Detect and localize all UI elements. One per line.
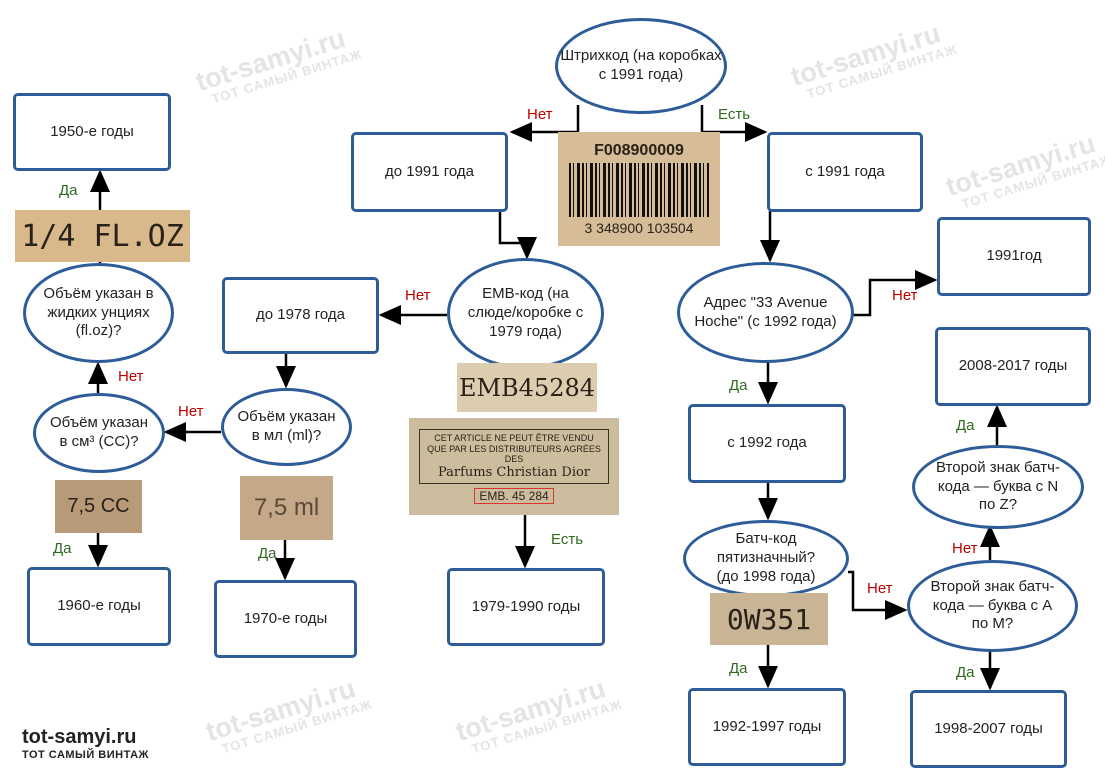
before-1978-box: до 1978 года	[222, 277, 379, 354]
logo-tagline: ТОТ САМЫЙ ВИНТАЖ	[22, 749, 149, 761]
edge-label-no: Нет	[118, 368, 144, 385]
edge-label-no: Нет	[867, 580, 893, 597]
batch-5-question: Батч-код пятизначный? (до 1998 года)	[683, 520, 849, 597]
1970s-box: 1970-е годы	[214, 580, 357, 658]
edge-label-yes: Да	[729, 377, 748, 394]
edge-label-no: Нет	[952, 540, 978, 557]
1950s-box: 1950-е годы	[13, 93, 171, 171]
1979-1990-box: 1979-1990 годы	[447, 568, 605, 646]
1991-box: 1991год	[937, 217, 1091, 296]
edge-label-no: Нет	[892, 287, 918, 304]
2008-2017-box: 2008-2017 годы	[935, 327, 1091, 406]
barcode-bars	[569, 163, 709, 217]
edge-label-yes: Да	[53, 540, 72, 557]
1998-2007-box: 1998-2007 годы	[910, 690, 1067, 768]
barcode-question: Штрихкод (на коробках с 1991 года)	[555, 18, 727, 114]
barcode-photo: F008900009 3 348900 103504	[558, 132, 720, 246]
emb-photo-2: CET ARTICLE NE PEUT ÊTRE VENDU QUE PAR L…	[409, 418, 619, 515]
edge-label-no: Нет	[178, 403, 204, 420]
cc-photo: 7,5 CC	[55, 480, 142, 533]
floz-photo: 1/4 FL.OZ	[15, 210, 190, 262]
batch-code-photo: 0W351	[710, 593, 828, 645]
second-char-a-m-question: Второй знак батч-кода — буква с A по M?	[907, 560, 1078, 652]
address-question: Адрес "33 Avenue Hoche" (с 1992 года)	[677, 262, 854, 363]
emb-question: EMB-код (на слюде/коробке с 1979 года)	[447, 258, 604, 369]
barcode-digits: 3 348900 103504	[584, 220, 694, 236]
emb-photo-1: EMB45284	[457, 363, 597, 412]
edge-label-yes: Да	[59, 182, 78, 199]
edge-label-no: Нет	[527, 106, 553, 123]
edge-label-no: Нет	[405, 287, 431, 304]
emb-code-text: EMB. 45 284	[474, 488, 554, 505]
edge-label-yes: Да	[258, 545, 277, 562]
second-char-n-z-question: Второй знак батч-кода — буква с N по Z?	[912, 445, 1084, 529]
emb-brand-text: Parfums Christian Dior	[437, 465, 591, 481]
logo-site: tot-samyi.ru	[22, 726, 137, 748]
before-1991-box: до 1991 года	[351, 132, 508, 212]
1960s-box: 1960-е годы	[27, 567, 171, 646]
edge-label-yes: Да	[729, 660, 748, 677]
edge-label-yes: Да	[956, 664, 975, 681]
edge-label-has: Есть	[551, 531, 584, 548]
ml-question: Объём указан в мл (ml)?	[221, 388, 352, 466]
edge-label-yes: Да	[956, 417, 975, 434]
edge-label-has: Есть	[718, 106, 751, 123]
ml-photo: 7,5 ml	[240, 476, 333, 540]
emb-label-text: CET ARTICLE NE PEUT ÊTRE VENDU QUE PAR L…	[427, 432, 601, 465]
since-1991-box: с 1991 года	[767, 132, 923, 212]
floz-question: Объём указан в жидких унциях (fl.oz)?	[23, 263, 174, 363]
barcode-top-text: F008900009	[594, 142, 684, 159]
1992-1997-box: 1992-1997 годы	[688, 688, 846, 766]
emb-label-frame: CET ARTICLE NE PEUT ÊTRE VENDU QUE PAR L…	[419, 428, 609, 485]
since-1992-box: с 1992 года	[688, 404, 846, 483]
cc-question: Объём указан в см³ (CC)?	[33, 393, 165, 473]
